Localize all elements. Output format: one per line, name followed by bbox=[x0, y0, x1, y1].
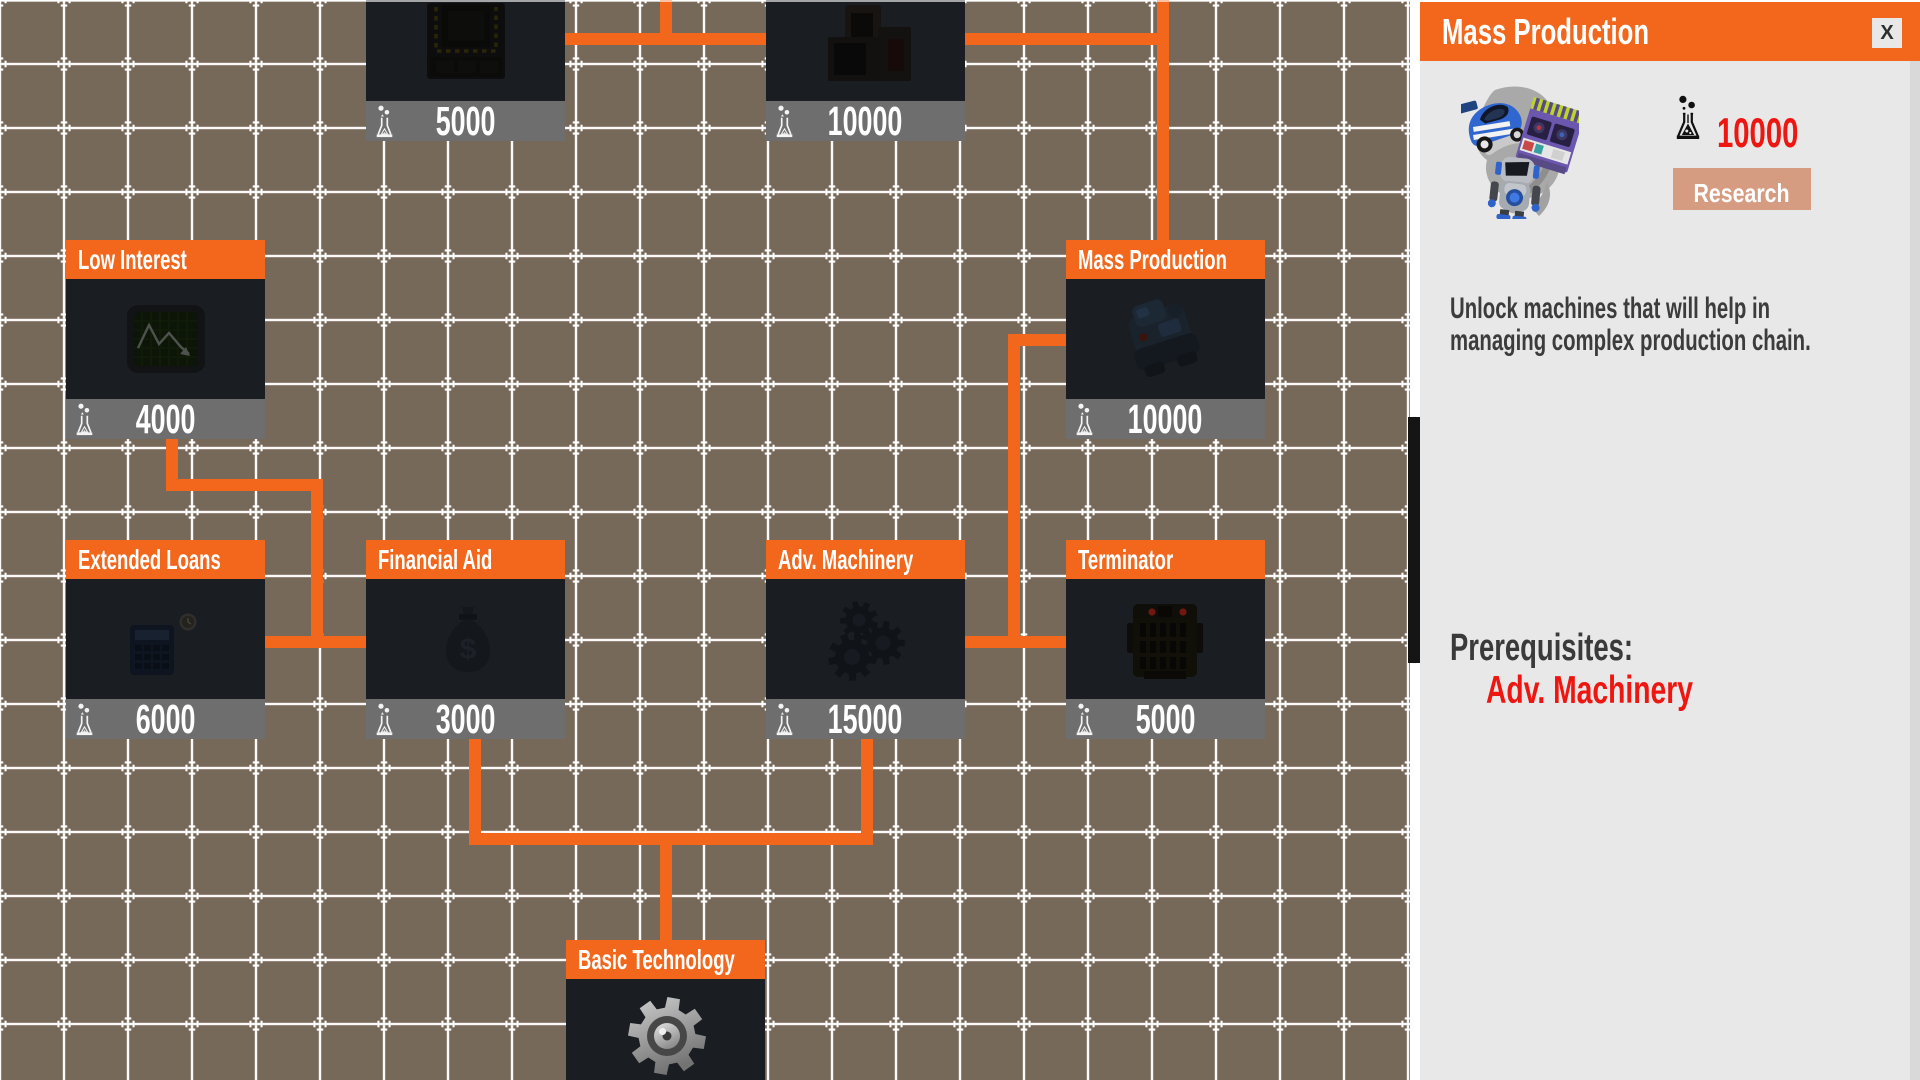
svg-text:$: $ bbox=[460, 633, 477, 666]
